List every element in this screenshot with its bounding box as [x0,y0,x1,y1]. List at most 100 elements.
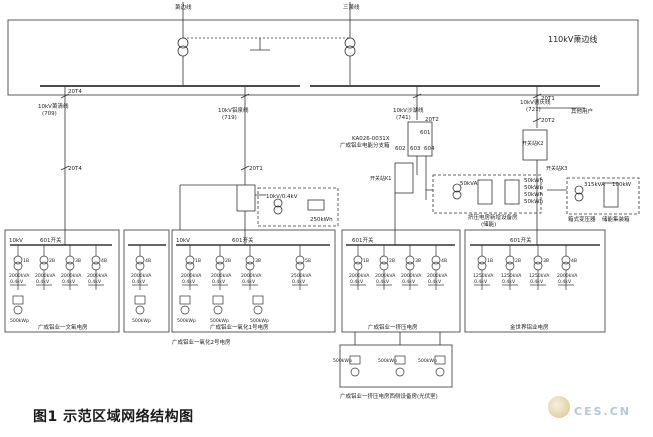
feeder-3-code: (741) [396,115,411,121]
storage-block-middle [432,174,542,214]
transformer-rating: 2000kVA [427,273,448,279]
watermark-text: CES.CN [574,405,631,418]
substation-frame-4 [341,229,461,333]
transformer-4-1 [502,245,518,290]
other-user-label: 其他用户 [571,107,593,115]
transformer-0-0 [10,245,26,290]
storage-right-kw: 100kW [612,182,632,188]
watermark-logo [548,396,570,418]
transformer-0-1 [36,245,52,290]
low-voltage-label: 0.4kV [212,279,226,285]
transformer-rating: 2000kVA [349,273,370,279]
transformer-tag: 2B [225,258,231,264]
transformer-tag: 4B [145,258,151,264]
storage-right-rating: 315kVA [584,182,605,188]
switch-602: 602 [395,146,406,152]
substation-5-name: 金世界铝业电房 [510,323,549,331]
substation-110kv-frame [7,19,639,96]
substation-4-switch: 601开关 [352,236,374,244]
low-voltage-label: 0.4kV [402,279,416,285]
transformer-tag: 5B [305,258,311,264]
transformer-3-3 [428,245,444,290]
feeder-1-name: 10kV萧清线 [38,102,69,110]
feeder-1-switch-bot: 20T4 [68,166,82,172]
transformer-3-1 [376,245,392,290]
pv-rating: 500kWp [250,318,269,324]
transformer-rating: 2000kVA [181,273,202,279]
switch-604: 604 [424,146,435,152]
transformer-0-3 [88,245,104,290]
transformer-rating: 2000kVA [61,273,82,279]
pv-array-icon [134,295,146,315]
transformer-rating: 2000kVA [35,273,56,279]
pv-rating: 500kWp [210,318,229,324]
substation-frame-1 [4,229,120,333]
low-voltage-label: 0.4kV [242,279,256,285]
transformer-tag: 3B [255,258,261,264]
transformer-2-2 [242,245,258,290]
storage-block-left [257,187,339,227]
transformer-tag: 2B [49,258,55,264]
substation-1-name: 广成铝业一文氧电房 [38,323,88,331]
transformer-tag: 3B [543,258,549,264]
feeder-1-code: (709) [42,111,57,117]
transformer-tag: 3B [415,258,421,264]
ring-box-k2-label: 开关站K2 [522,140,543,147]
transformer-3-2 [402,245,418,290]
feeder-4-switch-bot: 20T2 [541,118,555,124]
right-feeder-label: 三萧线 [343,3,360,11]
transformer-3-0 [350,245,366,290]
transformer-tag: 4B [571,258,577,264]
storage-middle-label: 挤压电房新增设备房 [468,213,518,221]
main-bus-title: 110kV萧边线 [548,34,597,44]
transformer-2-0 [182,245,198,290]
transformer-1-0 [132,245,148,290]
substation-3-switch: 601开关 [232,236,254,244]
metering-box-code: KA026-0031X [352,136,390,142]
metering-box [407,121,433,157]
pv-rating: 500kWp [10,318,29,324]
transformer-rating: 2000kVA [211,273,232,279]
transformer-4-3 [558,245,574,290]
feeder-2-code: (719) [222,115,237,121]
transformer-2-3 [292,245,308,290]
feeder-2-switch-bot: 20T1 [249,166,263,172]
storage-middle-sub: (储能) [481,220,496,228]
transformer-0-2 [62,245,78,290]
feeder-4-name: 10kV德庆线 [520,98,551,106]
dry-transformer-label: 箱式变压器 [568,215,596,223]
feeder-2-name: 10kV铝泉线 [218,106,249,114]
low-voltage-label: 0.4kV [558,279,572,285]
pv-station-rating: 500kWp [333,358,352,364]
substation-2-bus: 10kV [176,238,190,244]
ring-box-k3-label: 开关站K3 [546,165,567,172]
transformer-tag: 1B [487,258,493,264]
low-voltage-label: 0.4kV [88,279,102,285]
pv-station-name: 广成铝业一挤压电房西侧设备房(光伏室) [340,392,438,400]
pv-station-rating: 500kWp [418,358,437,364]
low-voltage-label: 0.4kV [376,279,390,285]
transformer-tag: 1B [23,258,29,264]
feeder-4-code: (721) [526,107,541,113]
pv-station-array-icon [349,355,361,377]
pv-station-frame [339,344,453,388]
transformer-rating: 1250kVA [529,273,550,279]
main-transformer-left [177,37,189,49]
substation-1-switch: 601开关 [40,236,62,244]
feeder-3-switch: 20T2 [425,117,439,123]
transformer-rating: 1250kVA [473,273,494,279]
substation-frame-3 [171,229,336,333]
transformer-tag: 4B [441,258,447,264]
ring-box-k2 [522,129,548,161]
low-voltage-label: 0.4kV [350,279,364,285]
low-voltage-label: 0.4kV [502,279,516,285]
low-voltage-label: 0.4kV [182,279,196,285]
pv-array-icon [252,295,264,315]
storage-unit-2: 50kWh [524,185,544,191]
transformer-rating: 2500kVA [291,273,312,279]
transformer-tag: 1B [363,258,369,264]
storage-unit-4: 50kWh [524,199,544,205]
pv-rating: 500kWp [132,318,151,324]
figure-caption: 图1 示范区域网络结构图 [33,409,194,425]
